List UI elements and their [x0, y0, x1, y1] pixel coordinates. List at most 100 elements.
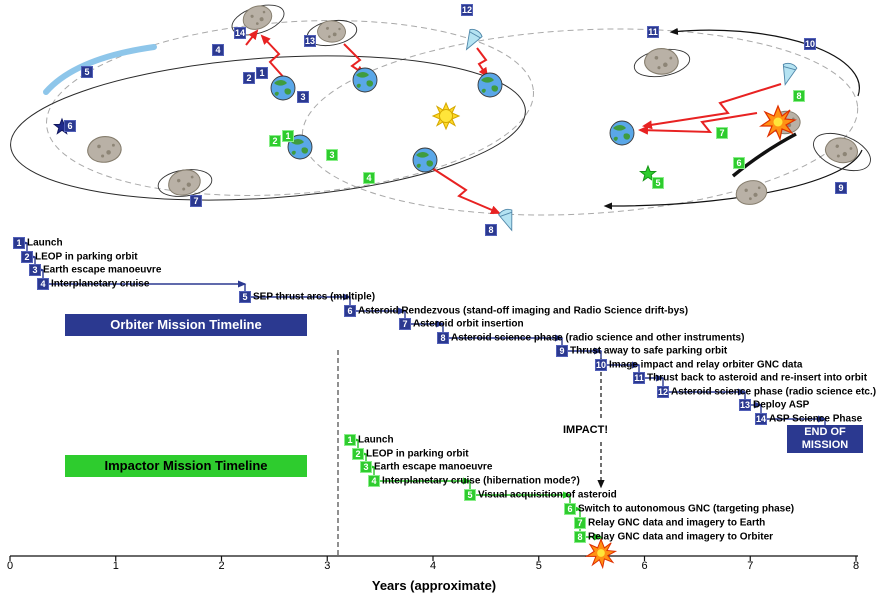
asteroid-icon: [87, 135, 122, 163]
earth-icon: [477, 72, 503, 98]
orbit-marker-impactor-6: 6: [733, 157, 745, 169]
axis-tick-label-5: 5: [535, 560, 542, 572]
orbit-marker-orbiter-9: 9: [835, 182, 847, 194]
asteroid-icon: [822, 133, 861, 167]
orbiter-step-label-11: Thrust back to asteroid and re-insert in…: [647, 372, 868, 384]
orbiter-step-marker-4: 4: [37, 278, 49, 290]
orbit-marker-orbiter-3: 3: [297, 91, 309, 103]
orbiter-step-marker-2: 2: [21, 251, 33, 263]
orbiter-step-label-13: Deploy ASP: [753, 399, 810, 411]
orbiter-step-marker-11: 11: [633, 372, 645, 384]
orbit-marker-orbiter-13: 13: [303, 35, 317, 47]
impactor-step-marker-1: 1: [344, 434, 356, 446]
orbiter-step-label-3: Earth escape manoeuvre: [43, 264, 162, 276]
axis-tick-label-2: 2: [218, 560, 225, 572]
comm-link-red: [245, 29, 259, 46]
orbiter-step-label-10: Image impact and relay orbiter GNC data: [609, 359, 803, 371]
orbit-marker-impactor-1: 1: [282, 130, 294, 142]
orbiter-step-marker-7: 7: [399, 318, 411, 330]
trajectory-arc-right-bottom: [603, 149, 863, 210]
orbit-marker-impactor-7: 7: [716, 127, 728, 139]
impactor-step-marker-7: 7: [574, 517, 586, 529]
orbiter-step-label-9: Thrust away to safe parking orbit: [570, 345, 728, 357]
orbiter-step-marker-8: 8: [437, 332, 449, 344]
comm-link-red: [431, 167, 501, 215]
impactor-step-marker-5: 5: [464, 489, 476, 501]
impact-label: IMPACT!: [560, 424, 612, 436]
axis-tick-label-7: 7: [747, 560, 754, 572]
orbit-marker-impactor-5: 5: [652, 177, 664, 189]
earth-icon: [609, 120, 635, 146]
impactor-step-marker-6: 6: [564, 503, 576, 515]
orbit-marker-orbiter-7: 7: [190, 195, 202, 207]
orbit-marker-impactor-2: 2: [269, 135, 281, 147]
orbit-ellipse-dashed-left: [46, 20, 534, 196]
orbiter-step-label-12: Asteroid science phase (radio science et…: [671, 386, 877, 398]
impactor-step-label-7: Relay GNC data and imagery to Earth: [588, 517, 766, 529]
orbit-marker-orbiter-4: 4: [212, 44, 224, 56]
orbiter-step-label-1: Launch: [27, 237, 63, 249]
impactor-step-marker-8: 8: [574, 531, 586, 543]
comm-link-red: [260, 34, 287, 81]
orbit-marker-impactor-8: 8: [793, 90, 805, 102]
impactor-step-label-4: Interplanetary cruise (hibernation mode?…: [382, 475, 580, 487]
orbit-marker-orbiter-2: 2: [243, 72, 255, 84]
axis-tick-label-8: 8: [852, 560, 860, 572]
orbiter-step-marker-3: 3: [29, 264, 41, 276]
orbiter-timeline-title: Orbiter Mission Timeline: [65, 314, 307, 336]
axis-tick-label-0: 0: [6, 560, 14, 572]
comm-link-red: [638, 112, 758, 135]
orbiter-step-marker-14: 14: [754, 413, 768, 425]
impactor-step-label-1: Launch: [358, 434, 394, 446]
sun-icon: [431, 101, 461, 131]
earth-icon: [412, 147, 438, 173]
orbit-marker-orbiter-10: 10: [803, 38, 817, 50]
sep-thrust-arc: [43, 44, 157, 95]
orbiter-step-label-8: Asteroid science phase (radio science an…: [451, 332, 745, 344]
asteroid-icon: [642, 46, 681, 77]
orbiter-step-label-14: ASP Science Phase: [769, 413, 863, 425]
impactor-step-label-6: Switch to autonomous GNC (targeting phas…: [578, 503, 795, 515]
earth-icon: [352, 67, 378, 93]
impact-burst-icon: [760, 105, 796, 140]
orbiter-step-label-4: Interplanetary cruise: [51, 278, 150, 290]
orbit-marker-impactor-4: 4: [363, 172, 375, 184]
axis-label: Years (approximate): [371, 578, 497, 593]
deflection-arc-thick: [731, 132, 797, 178]
comm-link-red: [476, 47, 489, 78]
impactor-step-marker-4: 4: [368, 475, 380, 487]
asteroid-icon: [315, 18, 348, 45]
orbiter-step-marker-10: 10: [594, 359, 608, 371]
impactor-step-marker-2: 2: [352, 448, 364, 460]
orbit-marker-orbiter-12: 12: [460, 4, 474, 16]
orbit-marker-orbiter-14: 14: [233, 27, 247, 39]
axis-tick-label-1: 1: [112, 560, 119, 572]
axis-tick-label-4: 4: [429, 560, 437, 572]
orbiter-step-label-5: SEP thrust arcs (multiple): [253, 291, 376, 303]
orbit-marker-orbiter-5: 5: [81, 66, 93, 78]
axis-tick-label-3: 3: [324, 560, 331, 572]
orbit-marker-impactor-3: 3: [326, 149, 338, 161]
orbiter-step-label-7: Asteroid orbit insertion: [413, 318, 524, 330]
orbiter-step-marker-13: 13: [738, 399, 752, 411]
orbit-ellipse-solid: [10, 55, 526, 201]
orbit-marker-orbiter-1: 1: [256, 67, 268, 79]
orbit-marker-orbiter-6: 6: [64, 120, 76, 132]
orbiter-step-marker-5: 5: [239, 291, 251, 303]
asteroid-orbit-loop: [813, 132, 871, 172]
x-axis-ticks: [9, 556, 857, 561]
orbiter-step-label-2: LEOP in parking orbit: [35, 251, 138, 263]
orbiter-step-marker-1: 1: [13, 237, 25, 249]
impactor-step-label-5: Visual acquisition of asteroid: [478, 489, 617, 501]
trajectory-arc-right-top: [669, 27, 860, 97]
orbiter-step-label-6: Asteroid Rendezvous (stand-off imaging a…: [358, 305, 689, 317]
end-of-mission-box: END OF MISSION: [787, 425, 863, 453]
spacecraft-cone-icon: [497, 207, 519, 234]
axis-tick-label-6: 6: [641, 560, 648, 572]
impact-burst-icon: [586, 538, 616, 568]
orbiter-step-marker-6: 6: [344, 305, 356, 317]
orbit-marker-orbiter-11: 11: [647, 26, 659, 38]
impactor-step-marker-3: 3: [360, 461, 372, 473]
orbiter-step-marker-12: 12: [656, 386, 670, 398]
